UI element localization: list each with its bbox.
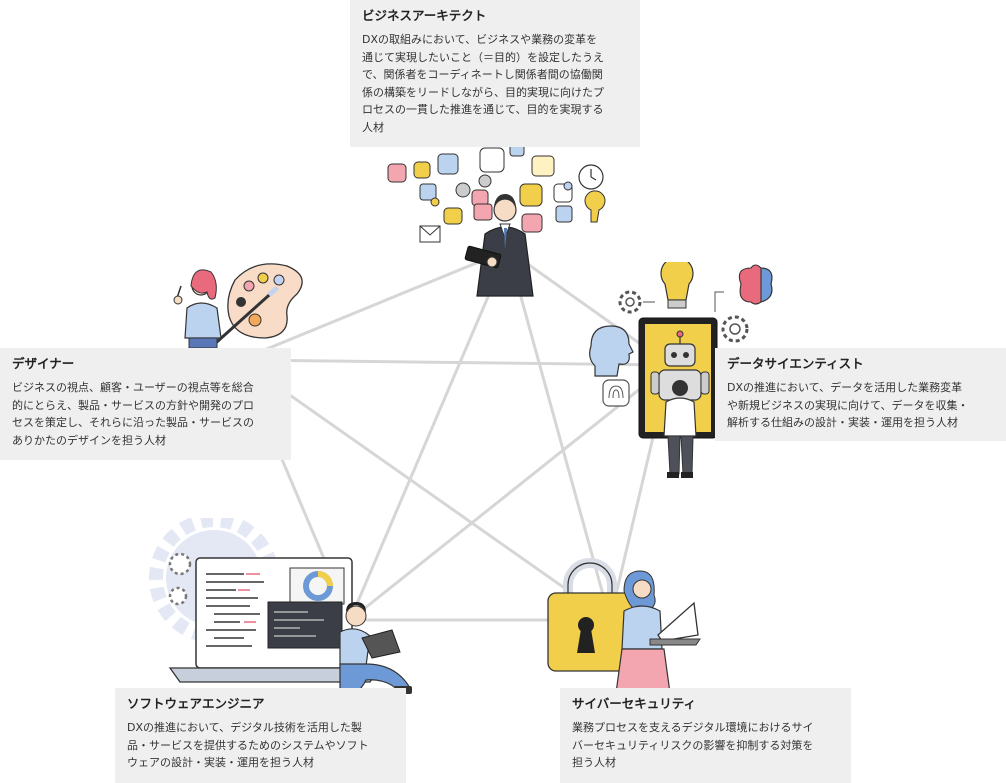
designer-illustration [173,263,303,360]
cyber-security-title: サイバーセキュリティ [572,696,697,711]
designer-title: デザイナー [12,356,75,371]
fingerprint-icon [602,379,630,407]
cyber-security-description: 業務プロセスを支えるデジタル環境におけるサイ バーセキュリティリスクの影響を抑制… [572,721,814,769]
edge-architect-software [348,248,510,622]
businessman-figure [464,194,534,297]
software-engineer-card: ソフトウェアエンジニア DXの推進において、デジタル技術を活用した製 品・サービ… [115,688,406,783]
software-engineer-title: ソフトウェアエンジニア [127,696,265,711]
cyber-security-illustration [547,558,701,693]
edge-designer-architect [238,248,510,362]
laptop-base [168,667,382,683]
app-icons-cloud [387,141,606,243]
designer-card: デザイナー ビジネスの視点、顧客・ユーザーの視点等を総合 的にとらえ、製品・サー… [0,348,291,460]
edge-software-datasci [348,363,672,622]
data-scientist-card: データサイエンティスト DXの推進において、データを活用した業務変革 や新規ビジ… [715,348,1006,441]
lightbulb-icon [660,262,694,301]
brain-icon [738,264,773,305]
architect-description: DXの取組みにおいて、ビジネスや業務の変革を 通じて実現したいこと（＝目的）を設… [362,33,604,134]
data-scientist-description: DXの推進において、データを活用した業務変革 や新規ビジネスの実現に向けて、デー… [727,381,969,429]
software-engineer-illustration [149,518,412,696]
data-scientist-illustration [589,262,773,478]
engineer-figure [339,602,412,696]
padlock-shackle [563,558,617,593]
architect-card: ビジネスアーキテクト DXの取組みにおいて、ビジネスや業務の変革を 通じて実現し… [350,0,640,147]
data-scientist-title: データサイエンティスト [727,356,864,371]
architect-title: ビジネスアーキテクト [362,8,487,23]
gear-icon [618,290,749,343]
designer-description: ビジネスの視点、顧客・ユーザーの視点等を総合 的にとらえ、製品・サービスの方針や… [12,381,254,447]
head-profile-icon [589,325,634,377]
security-woman-figure [615,570,701,693]
robot-figure [650,330,710,401]
software-engineer-description: DXの推進において、デジタル技術を活用した製 品・サービスを提供するためのシステ… [127,721,369,769]
edge-designer-security [238,358,612,622]
cyber-security-card: サイバーセキュリティ 業務プロセスを支えるデジタル環境におけるサイ バーセキュリ… [560,688,851,783]
man-figure [663,380,697,478]
